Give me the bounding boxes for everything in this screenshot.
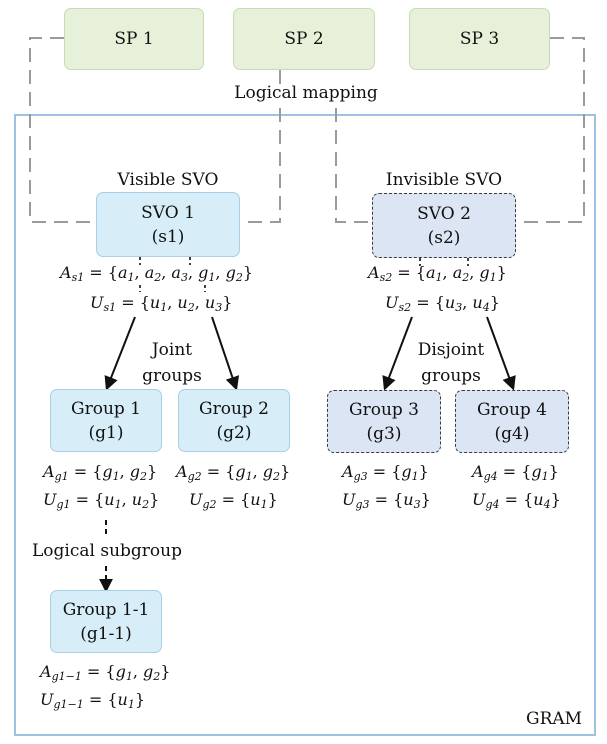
- group-name-2: Group 2: [199, 398, 269, 419]
- group2-attributes-formula: Ag2 = {g1, g2}: [176, 462, 291, 483]
- mapping-line-sp3: [516, 37, 585, 223]
- group-name-3: Group 3: [349, 399, 419, 420]
- group-arrows: [99, 316, 516, 593]
- svo-name-1: SVO 1: [141, 202, 195, 223]
- sp-label-2: SP 2: [284, 29, 324, 49]
- disjoint-label-line1: Disjoint: [417, 340, 485, 360]
- group2-users-formula: Ug2 = {u1}: [189, 490, 278, 511]
- visible-svo-caption: Visible SVO: [117, 170, 219, 190]
- subgroup-box: Group 1-1 (g1-1): [50, 590, 162, 653]
- joint-groups-label: Joint groups: [132, 337, 212, 389]
- subgroup-users-formula: Ug1−1 = {u1}: [40, 690, 146, 711]
- group-box-3: Group 3 (g3): [327, 390, 441, 453]
- sp-box-2: SP 2: [233, 8, 375, 70]
- svo-box-2: SVO 2 (s2): [372, 193, 516, 258]
- group-id-4: (g4): [494, 423, 530, 444]
- subgroup-attributes-formula: Ag1−1 = {g1, g2}: [40, 662, 171, 683]
- mapping-line-sp2-down: [240, 108, 281, 223]
- group1-users-formula: Ug1 = {u1, u2}: [43, 490, 160, 511]
- group-id-1: (g1): [88, 422, 124, 443]
- svo-stubs: [139, 257, 469, 292]
- mapping-line-sp3-svo2: [335, 108, 372, 223]
- arrow-svo1-group2: [211, 316, 240, 391]
- arrow-svo2-group3: [382, 316, 413, 391]
- disjoint-label-line2: groups: [421, 366, 481, 386]
- mapping-line-sp1: [29, 37, 96, 223]
- group3-attributes-formula: Ag3 = {g1}: [342, 462, 429, 483]
- svo2-users-formula: Us2 = {u3, u4}: [385, 293, 500, 314]
- svo-box-1: SVO 1 (s1): [96, 192, 240, 257]
- invisible-svo-caption: Invisible SVO: [385, 170, 503, 190]
- svo-id-2: (s2): [427, 227, 461, 248]
- arrow-svo1-group1: [104, 316, 136, 391]
- sp-box-1: SP 1: [64, 8, 204, 70]
- group-name-4: Group 4: [477, 399, 547, 420]
- arrow-svo2-group4: [486, 316, 516, 391]
- subgroup-id: (g1-1): [80, 623, 132, 644]
- joint-label-line1: Joint: [151, 340, 193, 360]
- svo1-users-formula: Us1 = {u1, u2, u3}: [90, 293, 233, 314]
- group-box-4: Group 4 (g4): [455, 390, 569, 453]
- group3-users-formula: Ug3 = {u3}: [342, 490, 431, 511]
- logical-mapping-lines: [29, 37, 585, 223]
- group4-users-formula: Ug4 = {u4}: [472, 490, 561, 511]
- subgroup-name: Group 1-1: [62, 599, 150, 620]
- svo1-attributes-formula: As1 = {a1, a2, a3, g1, g2}: [60, 263, 253, 284]
- svo-name-2: SVO 2: [417, 203, 471, 224]
- svo2-attributes-formula: As2 = {a1, a2, g1}: [368, 263, 507, 284]
- disjoint-groups-label: Disjoint groups: [406, 337, 496, 389]
- gram-frame: [14, 114, 596, 736]
- joint-label-line2: groups: [142, 366, 202, 386]
- sp-box-3: SP 3: [409, 8, 550, 70]
- gram-label: GRAM: [526, 709, 583, 729]
- group-id-2: (g2): [216, 422, 252, 443]
- group1-attributes-formula: Ag1 = {g1, g2}: [43, 462, 158, 483]
- logical-mapping-label: Logical mapping: [234, 83, 378, 103]
- group4-attributes-formula: Ag4 = {g1}: [472, 462, 559, 483]
- sp-label-3: SP 3: [459, 29, 500, 49]
- group-name-1: Group 1: [71, 398, 141, 419]
- group-box-2: Group 2 (g2): [178, 389, 290, 452]
- svo-id-1: (s1): [151, 226, 185, 247]
- logical-subgroup-label: Logical subgroup: [32, 541, 182, 561]
- group-box-1: Group 1 (g1): [50, 389, 162, 452]
- group-id-3: (g3): [366, 423, 402, 444]
- sp-label-1: SP 1: [114, 29, 154, 49]
